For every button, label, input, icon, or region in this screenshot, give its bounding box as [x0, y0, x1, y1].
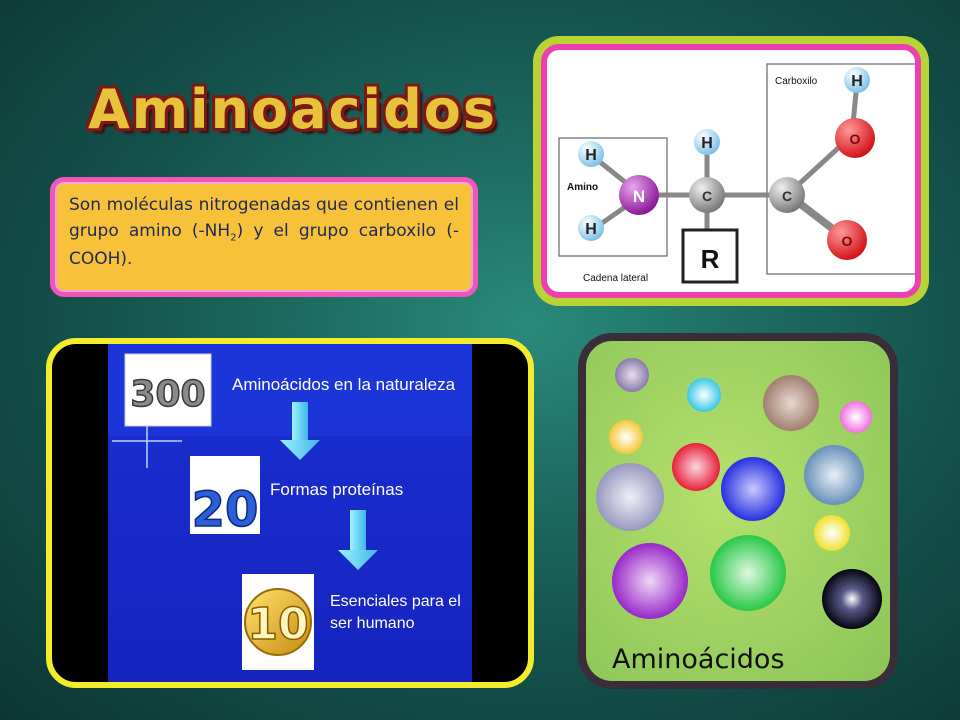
down-arrow-icon [338, 510, 378, 570]
carboxyl-label: Carboxilo [775, 76, 818, 87]
count-300-label: Aminoácidos en la naturaleza [232, 375, 456, 394]
amino-acid-structure-diagram: Carboxilo Amino Cadena lateral [558, 63, 915, 284]
svg-text:20: 20 [192, 482, 259, 538]
svg-text:O: O [842, 233, 853, 249]
amino-acid-molecules-illustration: Aminoácidos [596, 358, 882, 675]
definition-box: Son moléculas nitrogenadas que contienen… [50, 177, 478, 297]
molecules-panel: Aminoácidos [586, 341, 890, 681]
svg-text:H: H [585, 221, 597, 238]
nitrogen-atom: N [619, 175, 659, 215]
svg-text:C: C [702, 188, 712, 204]
svg-text:H: H [851, 73, 863, 90]
definition-subscript: 2 [230, 232, 237, 244]
carboxyl-hydrogen-atom: H [844, 67, 870, 93]
hydroxyl-oxygen-atom: O [835, 118, 875, 158]
structure-panel: Carboxilo Amino Cadena lateral [541, 44, 921, 298]
hydrogen-atom-alpha: H [694, 129, 720, 155]
counts-frame: 300 Aminoácidos en la naturaleza 20 Form… [46, 338, 534, 688]
molecules-caption: Aminoácidos [612, 644, 785, 675]
count-20-badge: 20 [190, 456, 260, 539]
molecule-spheres [596, 358, 882, 629]
count-10-label-line2: ser humano [330, 615, 415, 632]
svg-text:C: C [782, 188, 792, 204]
definition-text-part1: Son moléculas nitrogenadas que contienen… [69, 195, 459, 242]
svg-text:10: 10 [247, 599, 308, 650]
amino-acid-counts-panel: 300 Aminoácidos en la naturaleza 20 Form… [108, 344, 472, 682]
molecules-frame: Aminoácidos [578, 333, 898, 689]
hydrogen-atom-2: H [578, 215, 604, 241]
structure-frame: Carboxilo Amino Cadena lateral [533, 36, 929, 306]
count-10-badge: 10 [242, 574, 314, 670]
slide-title: Aminoacidos [88, 78, 497, 141]
svg-text:O: O [850, 131, 861, 147]
amino-label: Amino [567, 182, 598, 193]
definition-text-part2: ) y el grupo carboxilo (-COOH). [69, 221, 459, 270]
count-20-label: Formas proteínas [270, 480, 403, 499]
hydrogen-atom-1: H [578, 141, 604, 167]
svg-text:H: H [585, 147, 597, 164]
svg-text:H: H [701, 135, 713, 152]
side-chain-label: Cadena lateral [583, 273, 648, 284]
bonds [592, 79, 860, 243]
carbonyl-oxygen-atom: O [827, 220, 867, 260]
side-chain-r: R [681, 228, 739, 284]
count-300-badge: 300 [124, 353, 212, 427]
svg-text:N: N [633, 187, 645, 206]
carboxyl-group-box [766, 63, 915, 275]
svg-text:R: R [701, 244, 720, 274]
down-arrow-icon [280, 402, 320, 460]
carboxyl-carbon-atom: C [769, 177, 805, 213]
svg-text:300: 300 [130, 374, 205, 415]
alpha-carbon-atom: C [689, 177, 725, 213]
definition-text: Son moléculas nitrogenadas que contienen… [69, 192, 459, 273]
count-10-label-line1: Esenciales para el [330, 593, 461, 610]
